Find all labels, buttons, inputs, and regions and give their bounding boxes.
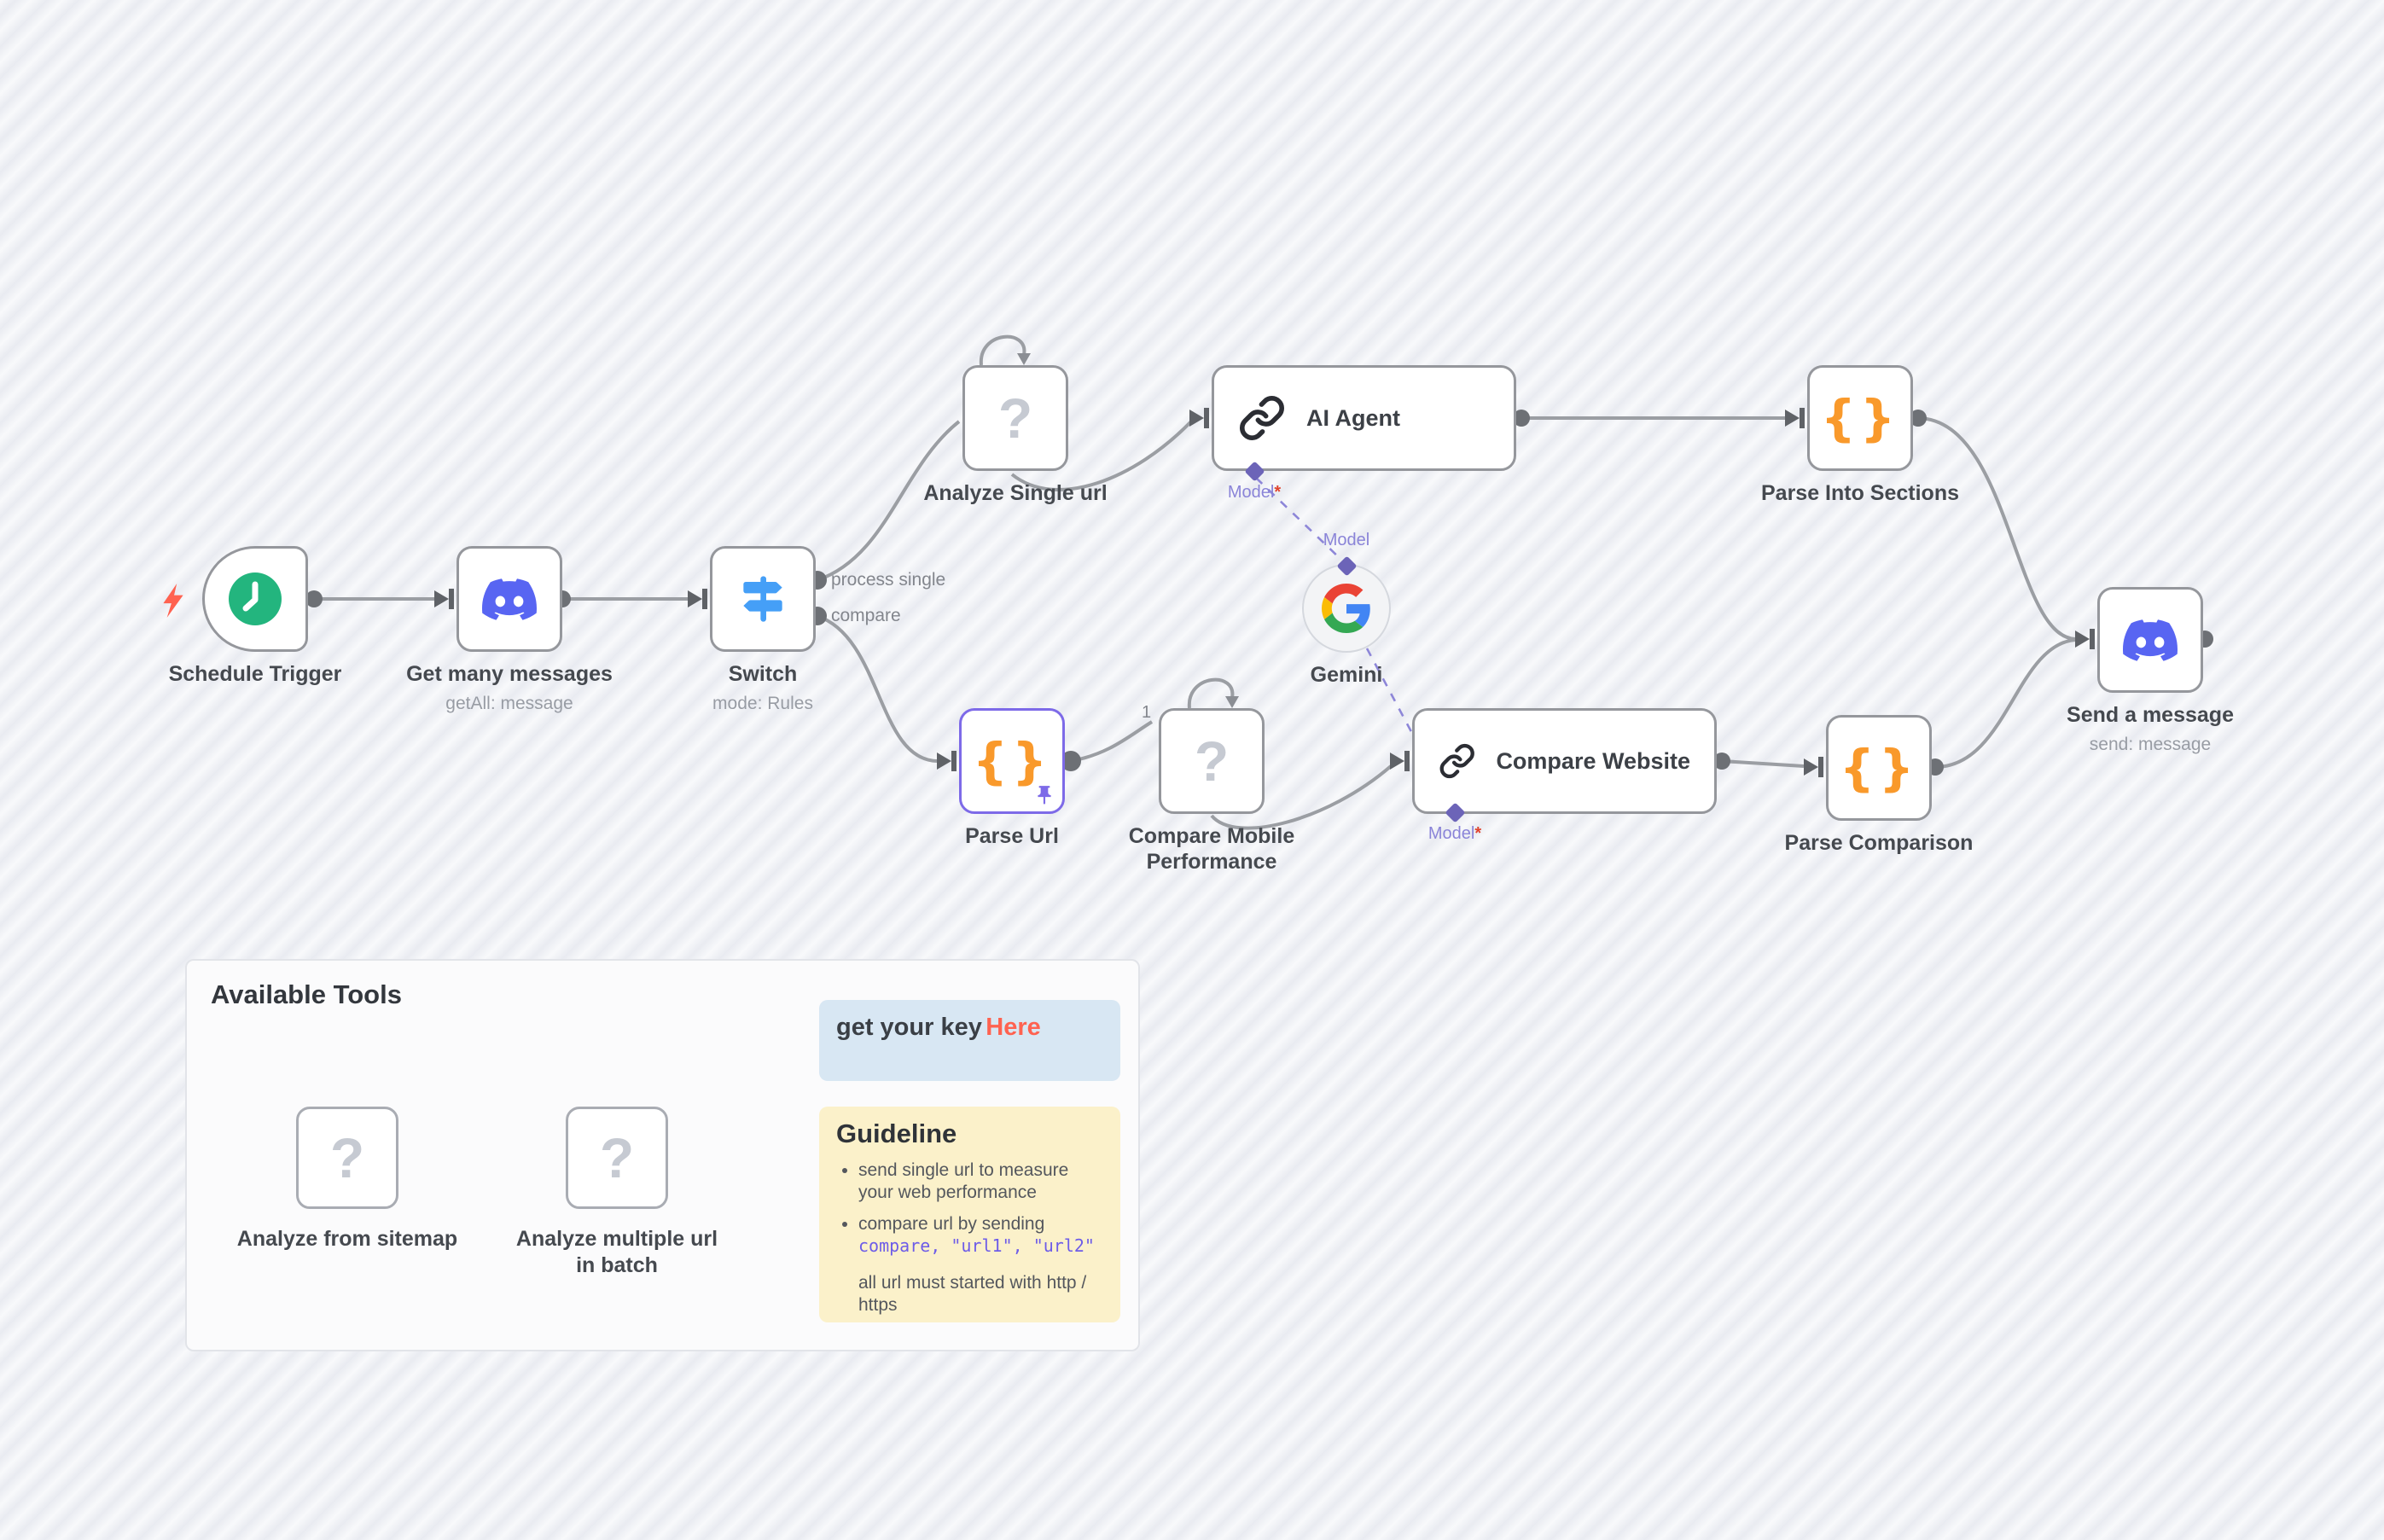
question-icon: ?	[997, 386, 1033, 450]
node-label: Get many messages	[406, 662, 613, 686]
guideline-title: Guideline	[836, 1119, 957, 1148]
switch-output-label-compare: compare	[831, 606, 901, 625]
node-gemini[interactable]: Gemini	[1302, 564, 1391, 687]
guideline-list: send single url to measure your web perf…	[836, 1159, 1103, 1258]
question-icon: ?	[1194, 729, 1230, 793]
guideline-note: all url must started with http / https	[858, 1272, 1087, 1316]
node-schedule-trigger[interactable]: Schedule Trigger	[169, 546, 341, 686]
node-analyze-multiple-url-in-batch[interactable]: ?	[566, 1107, 668, 1209]
gemini-model-label: Model	[1323, 531, 1370, 549]
node-label: Compare Website	[1496, 747, 1690, 774]
node-switch[interactable]: Switch mode: Rules	[710, 546, 816, 713]
question-icon: ?	[329, 1126, 365, 1189]
node-compare-website[interactable]: Compare Website	[1412, 708, 1717, 814]
sticky-note-get-your-key[interactable]: get your key Here	[819, 1000, 1120, 1081]
node-sublabel: mode: Rules	[712, 694, 813, 713]
edge-items-count: 1	[1142, 703, 1152, 722]
node-parse-url[interactable]: {} Parse Url	[959, 708, 1065, 848]
node-parse-into-sections[interactable]: {} Parse Into Sections	[1761, 365, 1959, 505]
braces-icon: {}	[1820, 389, 1900, 447]
switch-icon	[743, 576, 782, 622]
guideline-code: compare, "url1", "url2"	[858, 1235, 1095, 1257]
self-loop-analyze[interactable]	[979, 334, 1031, 366]
node-ai-agent[interactable]: AI Agent	[1212, 365, 1516, 471]
pin-icon	[1038, 786, 1051, 805]
guideline-bullet-1: send single url to measure your web perf…	[858, 1159, 1103, 1205]
node-label: Compare Mobile Performance	[1128, 824, 1295, 874]
question-icon: ?	[599, 1126, 635, 1189]
sticky-note-guideline[interactable]: Guideline send single url to measure you…	[819, 1107, 1120, 1322]
node-sublabel: getAll: message	[445, 694, 573, 713]
node-get-many-messages[interactable]: Get many messages getAll: message	[406, 546, 613, 713]
node-label: Analyze Single url	[923, 481, 1108, 505]
node-compare-mobile-performance[interactable]: ? Compare Mobile Performance	[1129, 708, 1294, 874]
node-label: Schedule Trigger	[168, 662, 342, 686]
guideline-bullet-2: compare url by sending compare, "url1", …	[858, 1213, 1103, 1258]
google-icon	[1322, 584, 1370, 633]
node-label: Send a message	[2067, 703, 2234, 727]
node-analyze-single-url[interactable]: ? Analyze Single url	[923, 365, 1108, 505]
node-label: AI Agent	[1306, 404, 1400, 431]
switch-output-label-process-single: process single	[831, 570, 946, 590]
node-label: Analyze from sitemap	[236, 1227, 458, 1251]
edge-parseurl-to-comparemobile[interactable]	[1070, 720, 1154, 763]
node-label: Parse Url	[965, 824, 1059, 848]
braces-icon: {}	[1839, 739, 1919, 797]
trigger-lightning-icon	[163, 584, 183, 618]
node-analyze-from-sitemap[interactable]: ?	[296, 1107, 398, 1209]
discord-icon	[482, 578, 537, 620]
edge-sections-to-send[interactable]	[1917, 416, 2076, 641]
node-label: Analyze multiple url in batch	[515, 1227, 718, 1277]
node-label: Parse Comparison	[1784, 831, 1974, 855]
link-icon	[1240, 396, 1284, 440]
node-parse-comparison[interactable]: {} Parse Comparison	[1785, 715, 1973, 855]
node-sublabel: send: message	[2089, 735, 2212, 754]
node-send-a-message[interactable]: Send a message send: message	[2067, 587, 2234, 754]
node-label: Gemini	[1310, 663, 1383, 687]
edge-comparewebsite-to-comparison[interactable]	[1721, 759, 1805, 768]
compare-website-model-label: Model*	[1427, 824, 1482, 843]
ai-agent-model-label: Model*	[1227, 483, 1282, 502]
available-tools-title: Available Tools	[211, 979, 402, 1009]
link-icon	[1439, 743, 1474, 779]
edge-switch-to-parseurl[interactable]	[817, 614, 938, 763]
clock-icon	[229, 572, 282, 625]
discord-icon	[2123, 619, 2178, 661]
key-note-text: get your key	[836, 1014, 982, 1041]
node-label: Switch	[728, 662, 798, 686]
braces-icon: {}	[972, 732, 1052, 790]
edge-comparison-to-send[interactable]	[1934, 638, 2076, 769]
node-label: Parse Into Sections	[1760, 481, 1960, 505]
key-note-link[interactable]: Here	[986, 1014, 1041, 1041]
self-loop-compare-mobile[interactable]	[1187, 677, 1239, 709]
